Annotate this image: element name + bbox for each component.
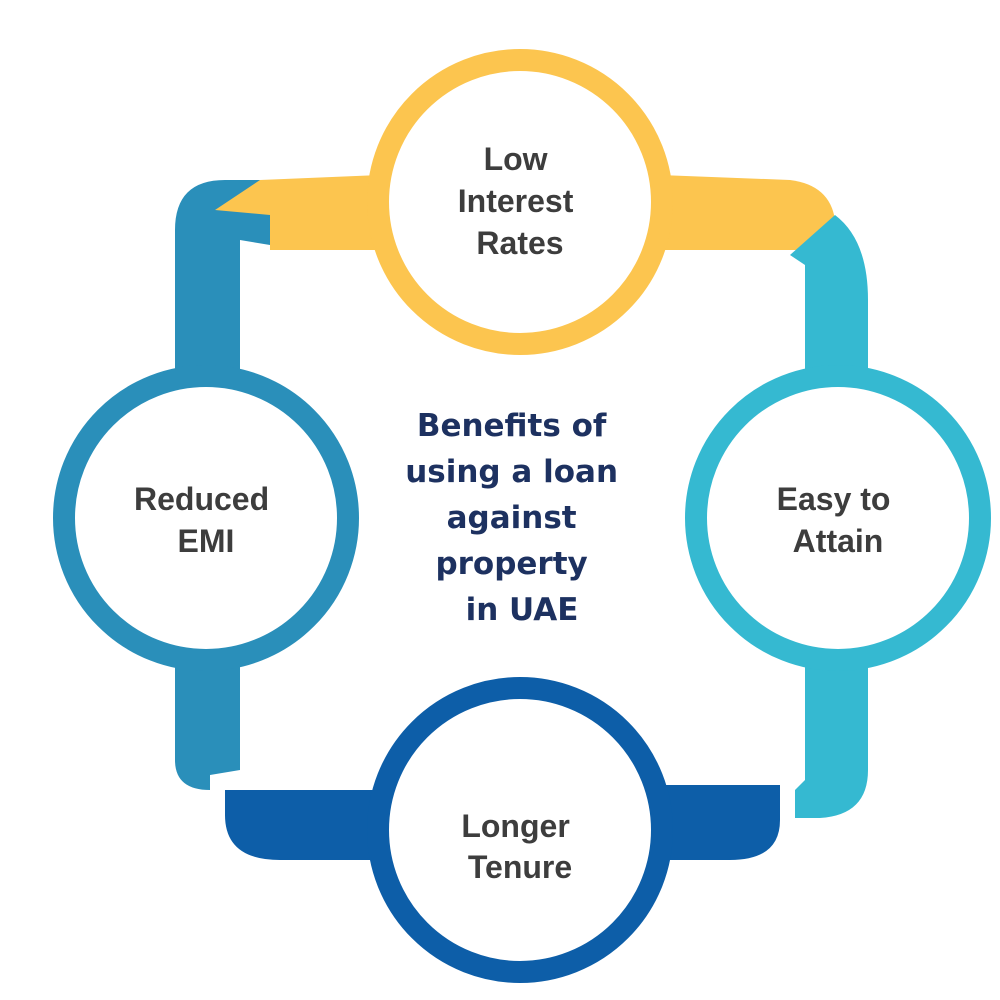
node-bottom-line-2: Tenure (468, 849, 572, 885)
node-top: Low Interest Rates (367, 49, 673, 355)
arc-bottom-right-darkblue (650, 785, 780, 860)
arc-top-left (175, 180, 270, 370)
arc-bottom-right-blue (795, 655, 868, 818)
center-title-line-5: in UAE (466, 592, 579, 628)
node-left-ring (53, 365, 359, 671)
svg-text:Easy to Attain: Easy to Attain (777, 481, 900, 559)
node-right-line-2: Attain (793, 523, 884, 559)
center-title-line-1: Benefits of (417, 408, 607, 444)
node-right: Easy to Attain (685, 365, 991, 671)
center-title-line-4: property (435, 546, 587, 582)
arc-top-right-yellow (660, 175, 835, 250)
node-bottom-ring (367, 677, 673, 983)
arc-bottom-left-darkblue (225, 790, 380, 860)
arc-top-left-yellow (215, 175, 380, 250)
arc-bottom-left-blue (175, 650, 240, 790)
arc-top-right-blue (790, 215, 868, 375)
node-left-line-1: Reduced (134, 481, 269, 517)
center-title-line-3: against (447, 500, 577, 536)
center-title: Benefits of using a loan against propert… (405, 408, 629, 628)
node-left-line-2: EMI (178, 523, 235, 559)
svg-text:Reduced EMI: Reduced EMI (134, 481, 278, 559)
node-top-line-1: Low (484, 141, 548, 177)
node-right-line-1: Easy to (777, 481, 891, 517)
node-top-line-2: Interest (458, 183, 574, 219)
node-left: Reduced EMI (53, 365, 359, 671)
node-right-ring (685, 365, 991, 671)
node-top-ring (367, 49, 673, 355)
node-bottom-line-1: Longer (461, 808, 569, 844)
node-top-line-3: Rates (476, 225, 563, 261)
node-bottom: Longer Tenure (367, 677, 673, 983)
svg-text:Longer Tenure: Longer Tenure (461, 808, 578, 885)
center-title-line-2: using a loan (405, 454, 618, 490)
svg-text:Low Interest Rates: Low Interest Rates (458, 141, 582, 261)
